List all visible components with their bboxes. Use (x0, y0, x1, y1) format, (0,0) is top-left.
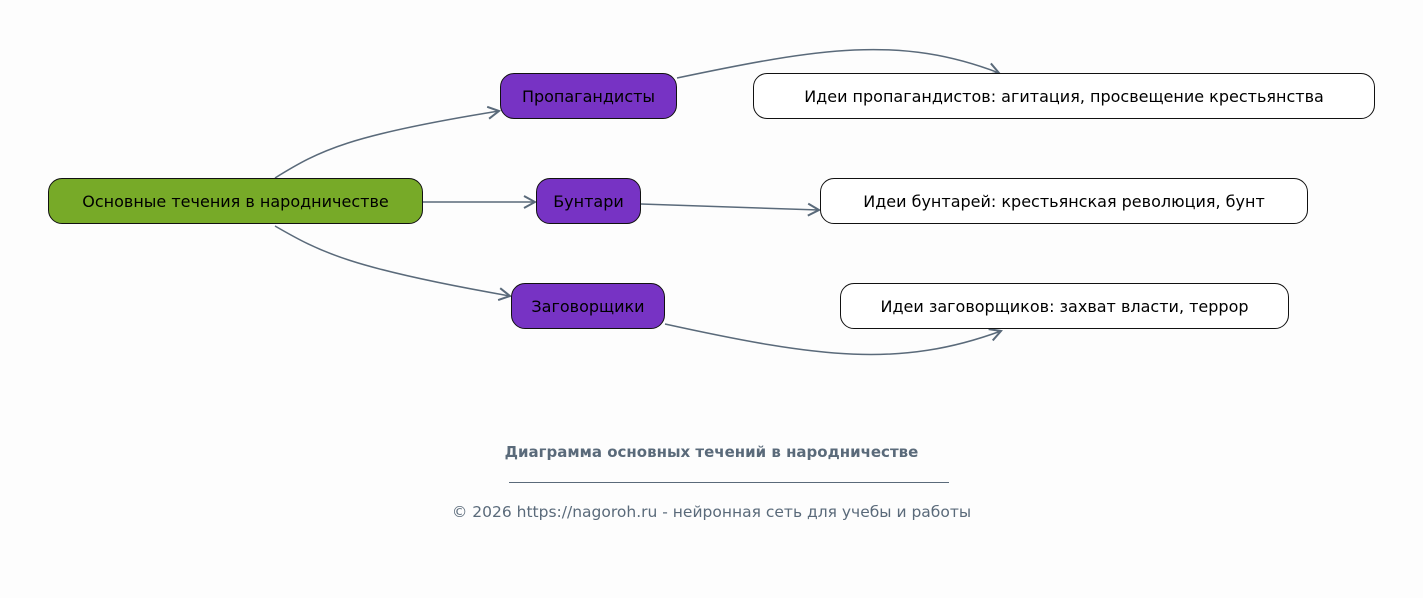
idea-propagandists: Идеи пропагандистов: агитация, просвещен… (753, 73, 1375, 119)
diagram-title: Диаграмма основных течений в народничест… (504, 443, 919, 461)
title-divider (509, 482, 949, 483)
edge-zagovorshchiki-idea (664, 323, 1001, 356)
footer-credit: © 2026 https://nagoroh.ru - нейронная се… (451, 503, 972, 521)
idea-buntari: Идеи бунтарей: крестьянская революция, б… (820, 178, 1308, 224)
idea-zagovorshchiki: Идеи заговорщиков: захват власти, террор (840, 283, 1289, 329)
node-propagandists: Пропагандисты (500, 73, 677, 119)
node-zagovorshchiki: Заговорщики (511, 283, 665, 329)
edge-root-propagandists (274, 111, 499, 179)
edge-propagandists-idea (676, 48, 999, 79)
node-buntari: Бунтари (536, 178, 641, 224)
edge-buntari-idea (640, 204, 819, 210)
root-node: Основные течения в народничестве (48, 178, 423, 224)
edge-root-zagovorshchiki (274, 225, 510, 296)
